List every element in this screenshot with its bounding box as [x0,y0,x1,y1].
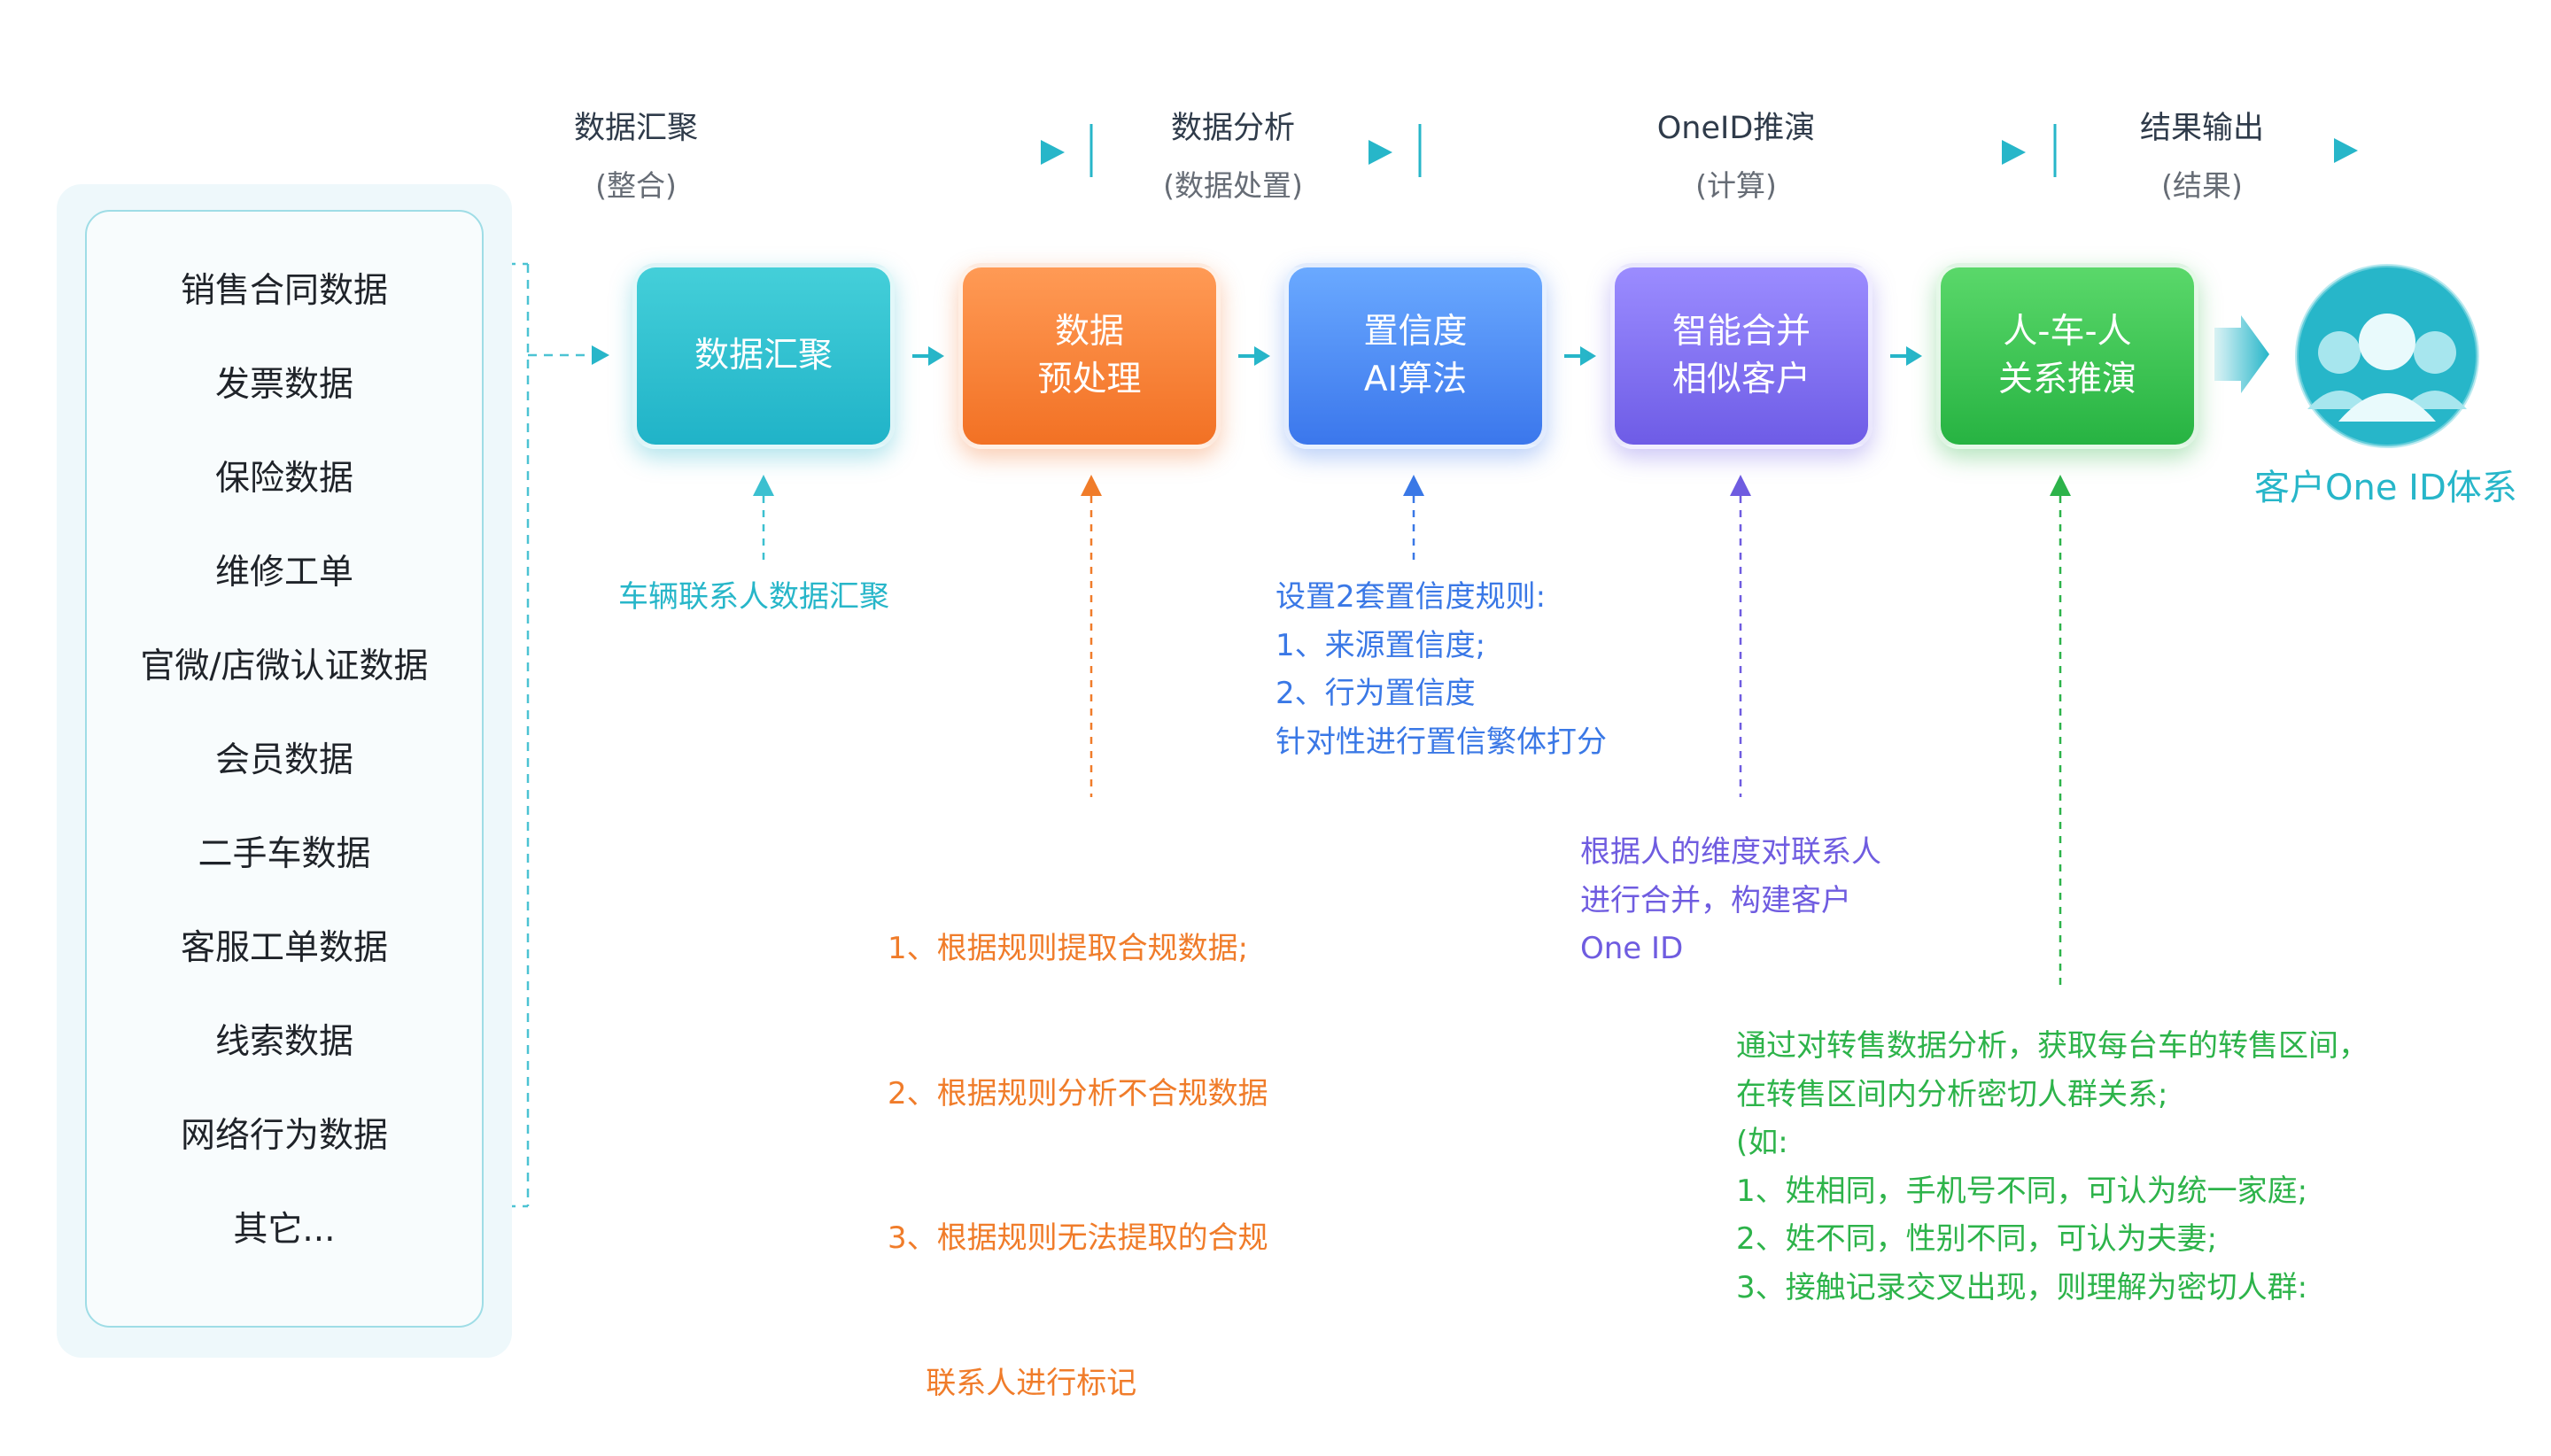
step-label: 相似客户 [1671,360,1811,399]
stage-title-output: 结果输出 [2139,111,2265,146]
step-arrows [912,315,2269,393]
step-label: 关系推演 [1997,360,2136,399]
note-line: 2、根据规则分析不合规数据 [888,1075,1268,1111]
note-line: 3、接触记录交叉出现，则理解为密切人群: [1736,1269,2308,1305]
source-item: 网络行为数据 [180,1116,388,1156]
note-line: 车辆联系人数据汇聚 [618,579,889,615]
step-label: 预处理 [1037,360,1142,399]
note-line: One ID [1580,931,1684,966]
result-label: 客户One ID体系 [2254,468,2517,508]
step-data-aggregation: 数据汇聚 [632,263,895,449]
note-line: 2、行为置信度 [1276,676,1476,711]
note-line: 1、来源置信度; [1276,627,1486,663]
stage-subtitle-analysis: (数据处置) [1163,168,1303,203]
note-connectors [762,496,2062,992]
source-item: 其它... [233,1210,336,1250]
step-relation-inference: 人-车-人 关系推演 [1936,263,2198,449]
source-list [85,210,484,1328]
note-relation: 通过对转售数据分析，获取每台车的转售区间， 在转售区间内分析密切人群关系; (如… [1736,1022,2369,1312]
stage-subtitle-oneid: (计算) [1695,168,1777,203]
note-line: 2、姓不同，性别不同，可认为夫妻; [1736,1221,2218,1257]
step-label: 人-车-人 [2003,312,2132,352]
step-smart-merge: 智能合并 相似客户 [1610,263,1873,449]
source-item: 销售合同数据 [180,271,388,311]
source-item: 官微/店微认证数据 [140,647,429,686]
users-icon [2295,264,2479,448]
step-label: 数据 [1054,312,1124,352]
source-item: 客服工单数据 [180,928,388,968]
note-line: (如: [1736,1125,1788,1160]
note-line: 联系人进行标记 [888,1365,1137,1401]
note-line: 进行合并，构建客户 [1580,882,1851,918]
step-label: 置信度 [1363,312,1468,352]
source-item: 保险数据 [214,459,353,499]
step-confidence-ai: 置信度 AI算法 [1284,263,1547,449]
note-line: 根据人的维度对联系人 [1580,834,1881,870]
source-item: 二手车数据 [198,834,371,874]
source-item: 发票数据 [214,365,353,405]
source-item: 线索数据 [214,1022,353,1062]
note-line: 通过对转售数据分析，获取每台车的转售区间， [1736,1028,2369,1064]
source-item: 会员数据 [214,740,353,780]
note-line: 1、根据规则提取合规数据; [888,931,1249,966]
stage-subtitle-aggregation: (整合) [595,168,677,203]
step-preprocess: 数据 预处理 [958,263,1221,449]
note-aggregation: 车辆联系人数据汇聚 [618,573,889,622]
note-line: 在转售区间内分析密切人群关系; [1736,1076,2168,1112]
note-line: 1、姓相同，手机号不同，可认为统一家庭; [1736,1173,2308,1209]
stage-title-analysis: 数据分析 [1170,111,1296,146]
step-label: AI算法 [1363,360,1468,399]
step-label: 数据汇聚 [694,336,833,376]
stage-subtitle-output: (结果) [2161,168,2243,203]
note-preprocess: 1、根据规则提取合规数据; 2、根据规则分析不合规数据 3、根据规则无法提取的合… [888,828,1268,1456]
note-line: 针对性进行置信繁体打分 [1276,724,1607,760]
stage-title-oneid: OneID推演 [1656,111,1816,146]
note-merge: 根据人的维度对联系人 进行合并，构建客户 One ID [1580,828,1881,973]
step-label: 智能合并 [1671,312,1811,352]
note-confidence: 设置2套置信度规则: 1、来源置信度; 2、行为置信度 针对性进行置信繁体打分 [1276,573,1607,766]
note-line: 设置2套置信度规则: [1276,579,1547,615]
source-item: 维修工单 [214,553,353,592]
stage-title-aggregation: 数据汇聚 [573,111,699,146]
note-line: 3、根据规则无法提取的合规 [888,1220,1268,1256]
stage-timeline [80,124,2358,177]
